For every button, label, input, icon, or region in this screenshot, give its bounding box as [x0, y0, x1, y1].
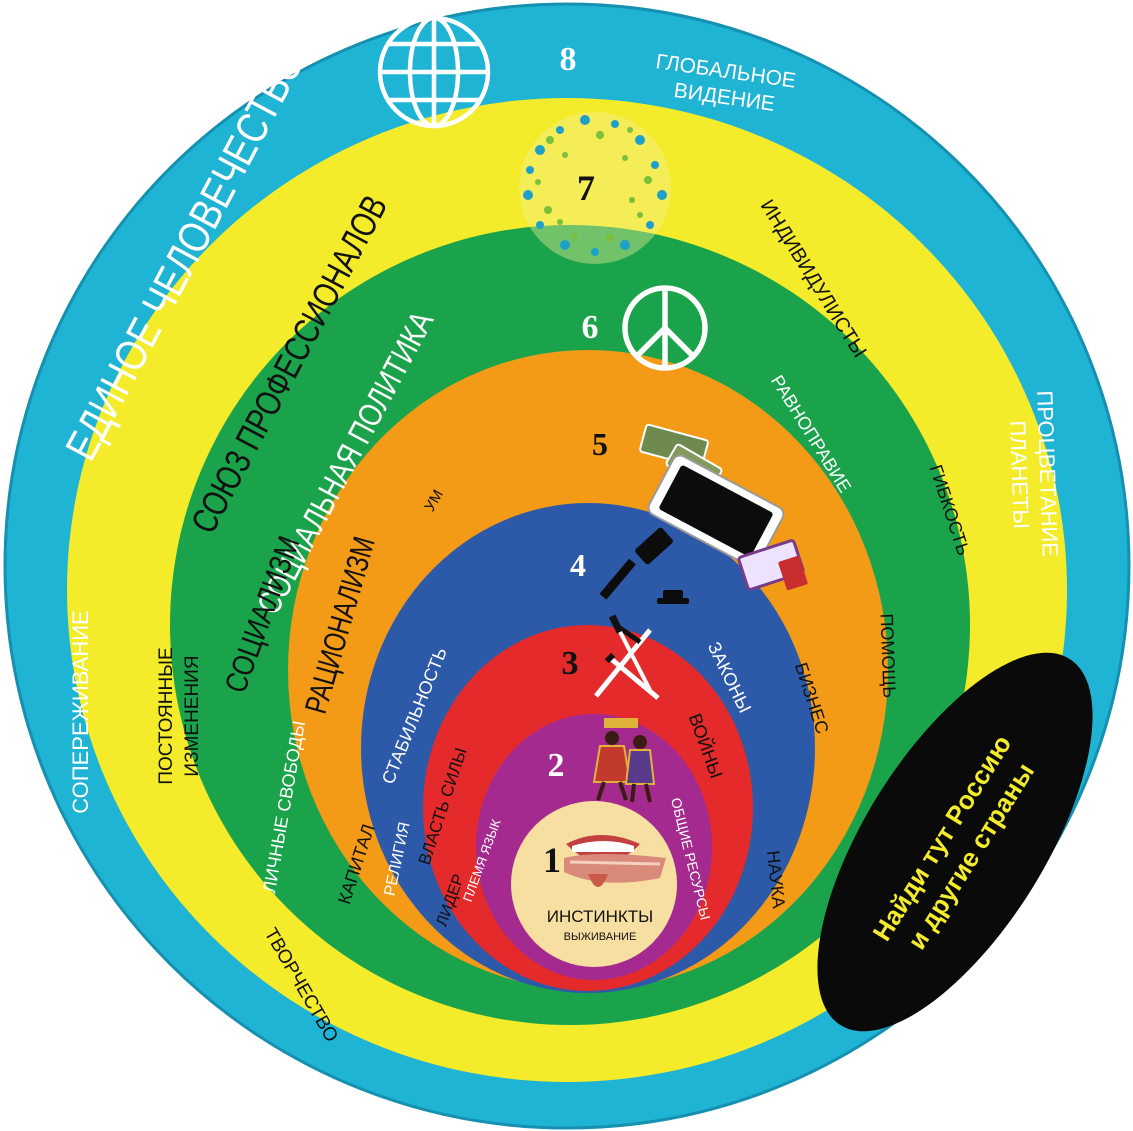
level-7-left-line1: ПОСТОЯННЫЕ	[156, 647, 177, 784]
level-1-subtitle: ВЫЖИВАНИЕ	[564, 931, 637, 943]
level-3-number: 3	[562, 645, 579, 682]
level-7-left-line2: ИЗМЕНЕНИЯ	[182, 655, 203, 776]
level-1-number: 1	[543, 840, 561, 880]
globe-icon	[377, 15, 491, 129]
level-8-right-line1: ПРОЦВЕТАНИЕ	[1032, 390, 1063, 557]
level-8-number: 8	[560, 41, 577, 78]
level-8-left: СОПЕРЕЖИВАНИЕ	[68, 610, 93, 813]
level-7-number: 7	[577, 168, 595, 208]
level-4-number: 4	[570, 547, 586, 583]
peace-icon	[622, 285, 708, 371]
level-6-right3: ПОМОЩЬ	[877, 613, 900, 698]
crossed-swords-icon	[594, 614, 660, 700]
money-tablet-book-icon	[639, 423, 808, 591]
level-1-title: ИНСТИНКТЫ	[547, 907, 653, 926]
network-icon	[519, 112, 671, 264]
tribal-figures-icon	[592, 718, 656, 803]
gavel-icon	[599, 527, 689, 604]
find-russia-banner: Найди тут Россию и другие страны	[817, 652, 1093, 1032]
mouth-food-icon	[564, 835, 666, 887]
level-5-number: 5	[592, 426, 608, 462]
level-8-right-line2: ПЛАНЕТЫ	[1005, 420, 1034, 529]
level-6-number: 6	[582, 309, 599, 346]
level-2-number: 2	[548, 747, 565, 784]
